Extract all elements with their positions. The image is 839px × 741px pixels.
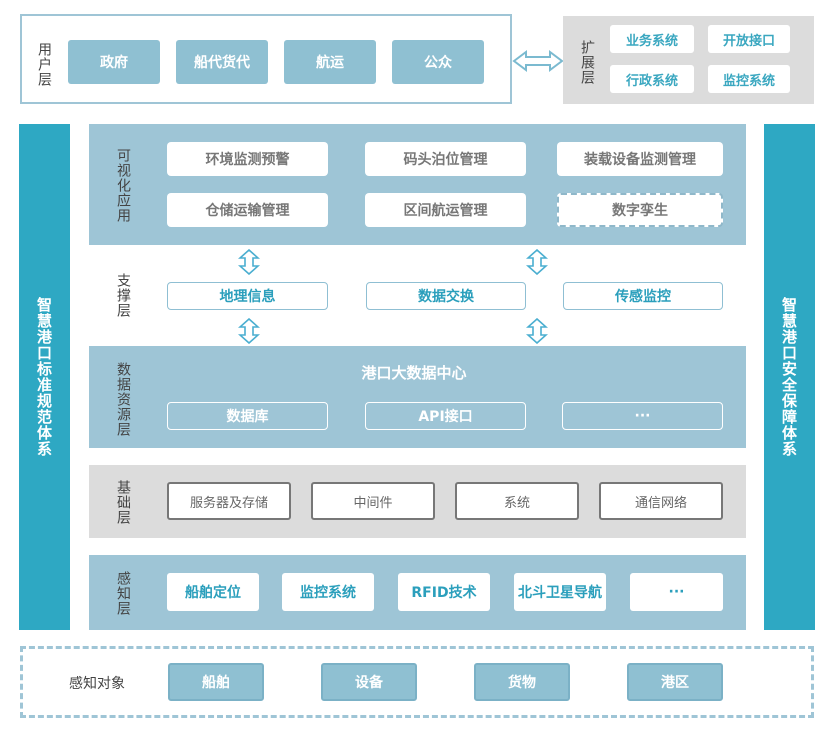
- sense-layer: 感知层 船舶定位 监控系统 RFID技术 北斗卫星导航 ···: [89, 555, 746, 630]
- data-resource-layer: 数据资源层 港口大数据中心 数据库 API接口 ···: [89, 346, 746, 448]
- user-chip-agent: 船代货代: [176, 40, 268, 84]
- base-layer-label: 基础层: [115, 480, 131, 525]
- object-cargo: 货物: [474, 663, 570, 701]
- base-layer: 基础层 服务器及存储 中间件 系统 通信网络: [89, 465, 746, 538]
- data-resource-label: 数据资源层: [115, 361, 131, 437]
- right-pillar-label: 智慧港口安全保障体系: [780, 297, 798, 457]
- ext-chip-open-api: 开放接口: [708, 25, 790, 53]
- user-layer-box: 用户层 政府 船代货代 航运 公众: [20, 14, 512, 104]
- user-chip-public: 公众: [392, 40, 484, 84]
- updown-arrow-icon: [526, 249, 548, 275]
- data-api: API接口: [365, 402, 526, 430]
- sense-ship-position: 船舶定位: [167, 573, 259, 611]
- updown-arrow-icon: [238, 318, 260, 344]
- updown-arrow-icon: [526, 318, 548, 344]
- data-more: ···: [562, 402, 723, 430]
- base-server-storage: 服务器及存储: [167, 482, 291, 520]
- base-system: 系统: [455, 482, 579, 520]
- ext-chip-admin: 行政系统: [610, 65, 694, 93]
- sense-more: ···: [630, 573, 723, 611]
- support-data-exchange: 数据交换: [366, 282, 526, 310]
- sense-layer-label: 感知层: [115, 571, 131, 616]
- user-chip-shipping: 航运: [284, 40, 376, 84]
- app-equipment-monitor: 装载设备监测管理: [557, 142, 723, 176]
- object-equipment: 设备: [321, 663, 417, 701]
- left-pillar-standards: 智慧港口标准规范体系: [19, 124, 70, 630]
- base-network: 通信网络: [599, 482, 723, 520]
- updown-arrow-icon: [238, 249, 260, 275]
- support-sensor-monitor: 传感监控: [563, 282, 723, 310]
- app-digital-twin: 数字孪生: [557, 193, 723, 227]
- sensing-objects-label: 感知对象: [69, 676, 125, 692]
- app-route-mgmt: 区间航运管理: [365, 193, 526, 227]
- sense-monitoring: 监控系统: [282, 573, 374, 611]
- support-geo-info: 地理信息: [167, 282, 328, 310]
- extension-layer-label: 扩展层: [579, 39, 595, 85]
- ext-chip-monitoring: 监控系统: [708, 65, 790, 93]
- app-berth-mgmt: 码头泊位管理: [365, 142, 526, 176]
- sense-rfid: RFID技术: [398, 573, 490, 611]
- extension-layer-box: 扩展层 业务系统 开放接口 行政系统 监控系统: [563, 16, 814, 104]
- data-database: 数据库: [167, 402, 328, 430]
- user-layer-label: 用户层: [36, 41, 52, 87]
- visual-app-layer: 可视化应用 环境监测预警 码头泊位管理 装载设备监测管理 仓储运输管理 区间航运…: [89, 124, 746, 245]
- object-ship: 船舶: [168, 663, 264, 701]
- right-pillar-security: 智慧港口安全保障体系: [764, 124, 815, 630]
- app-warehouse-transport: 仓储运输管理: [167, 193, 328, 227]
- sense-beidou: 北斗卫星导航: [514, 573, 606, 611]
- big-data-center-title: 港口大数据中心: [361, 364, 467, 382]
- visual-app-label: 可视化应用: [115, 148, 131, 223]
- support-layer-label: 支撑层: [115, 272, 131, 318]
- ext-chip-business: 业务系统: [610, 25, 694, 53]
- base-middleware: 中间件: [311, 482, 435, 520]
- user-chip-government: 政府: [68, 40, 160, 84]
- left-pillar-label: 智慧港口标准规范体系: [35, 297, 53, 457]
- bidirectional-arrow-icon: [512, 50, 564, 72]
- object-port-area: 港区: [627, 663, 723, 701]
- app-env-monitor: 环境监测预警: [167, 142, 328, 176]
- sensing-objects-box: 感知对象 船舶 设备 货物 港区: [20, 646, 814, 718]
